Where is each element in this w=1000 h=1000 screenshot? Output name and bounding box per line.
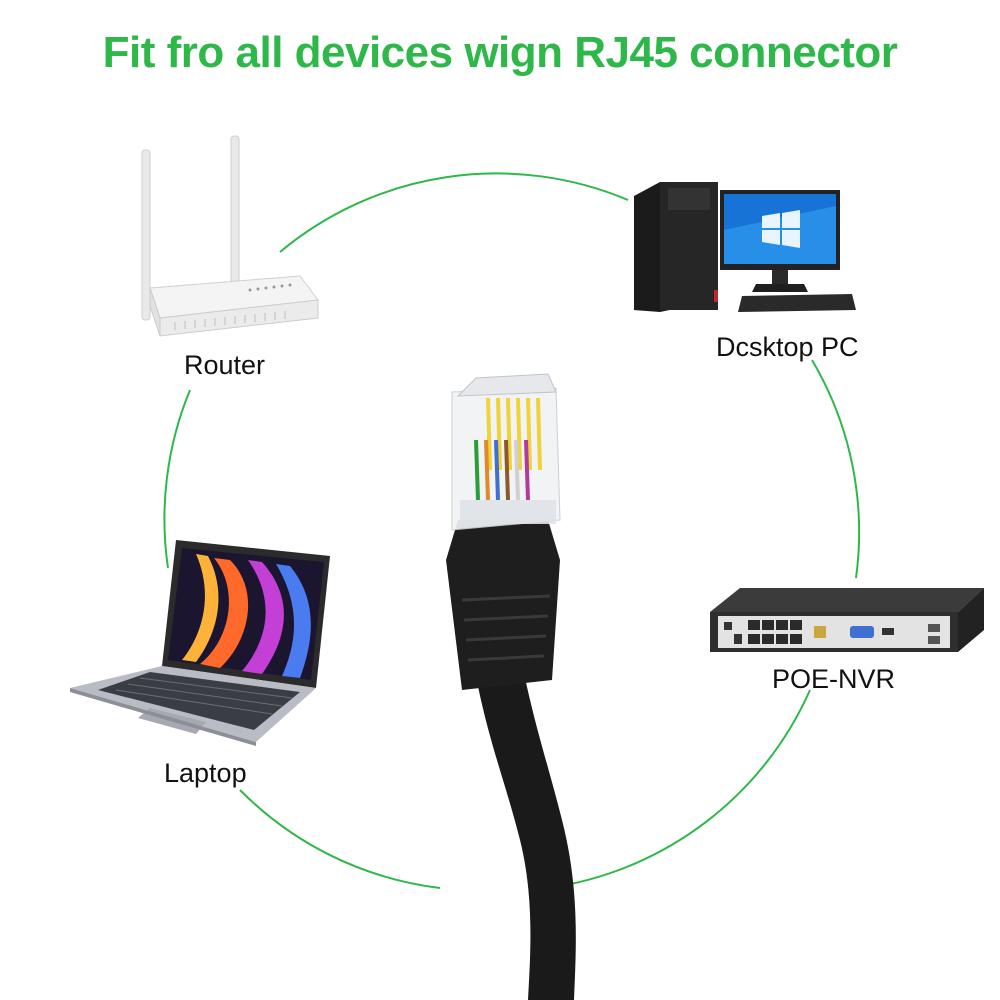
device-label-poe-nvr: POE-NVR (772, 664, 896, 694)
laptop-icon (70, 540, 330, 746)
router-icon (141, 135, 319, 337)
device-label-laptop: Laptop (164, 758, 247, 788)
page-title: Fit fro all devices wign RJ45 connector (102, 28, 898, 77)
desktop-pc-icon (634, 182, 856, 312)
device-label-router: Router (184, 350, 266, 380)
connection-ring (163, 172, 861, 889)
rj45-cable-icon (446, 373, 576, 1000)
poe-nvr-icon (710, 588, 984, 652)
device-label-desktop-pc: Dcsktop PC (716, 332, 859, 362)
